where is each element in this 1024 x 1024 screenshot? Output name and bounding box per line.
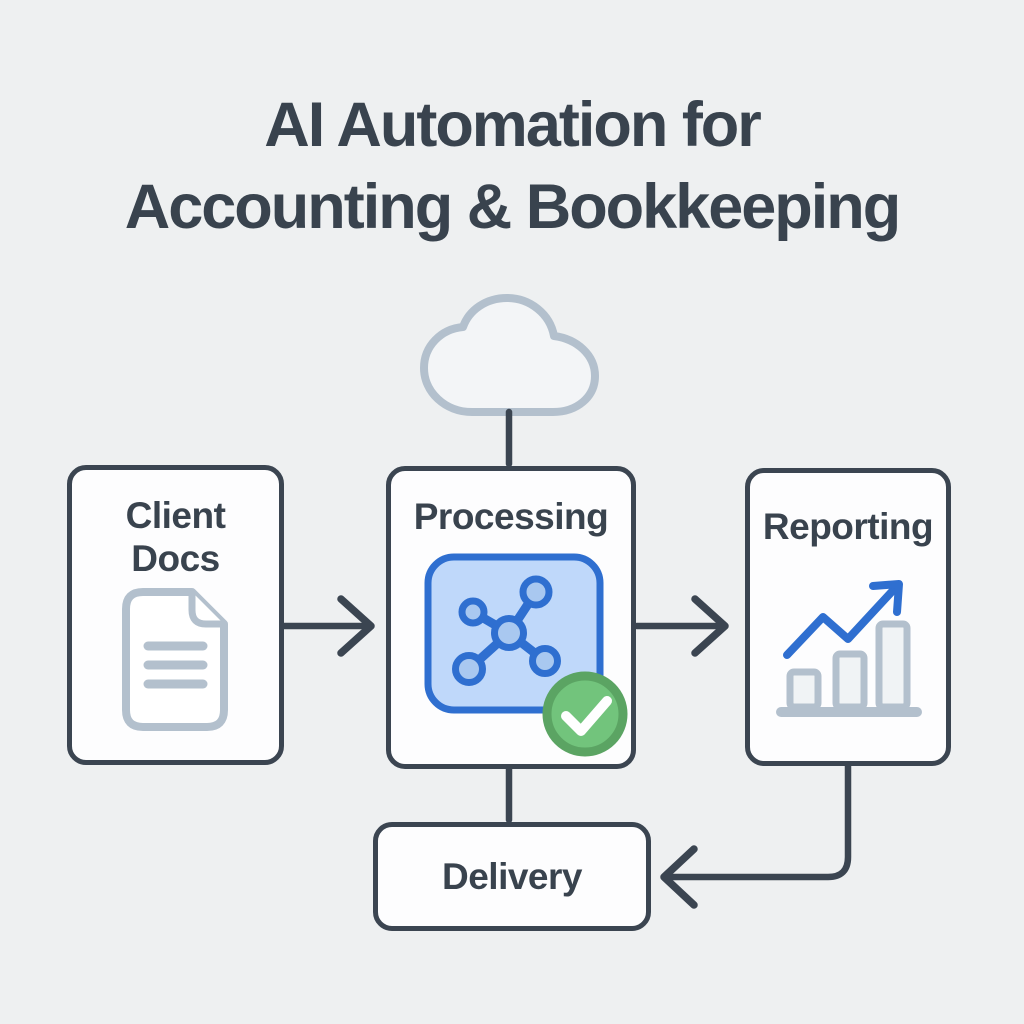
title-line-2: Accounting & Bookkeeping: [124, 172, 902, 242]
connector-reporting-delivery: [660, 762, 852, 909]
cloud-icon: [420, 294, 599, 416]
connector-processing-reporting: [633, 595, 729, 657]
arrowhead-right-icon: [337, 595, 375, 657]
title-line-1: AI Automation for: [264, 90, 762, 160]
arrowhead-left-icon: [660, 845, 698, 909]
node-reporting: Reporting: [745, 468, 951, 766]
node-processing-label: Processing: [413, 496, 609, 537]
arrowhead-right-icon: [691, 595, 729, 657]
node-client-docs: Client Docs: [67, 465, 284, 765]
node-reporting-label: Reporting: [762, 506, 934, 547]
connector-clientdocs-processing: [280, 595, 375, 657]
node-delivery-label: Delivery: [442, 855, 583, 897]
node-client-docs-label: Client Docs: [125, 495, 226, 580]
node-delivery: Delivery: [373, 822, 651, 931]
node-processing: Processing: [386, 466, 636, 769]
